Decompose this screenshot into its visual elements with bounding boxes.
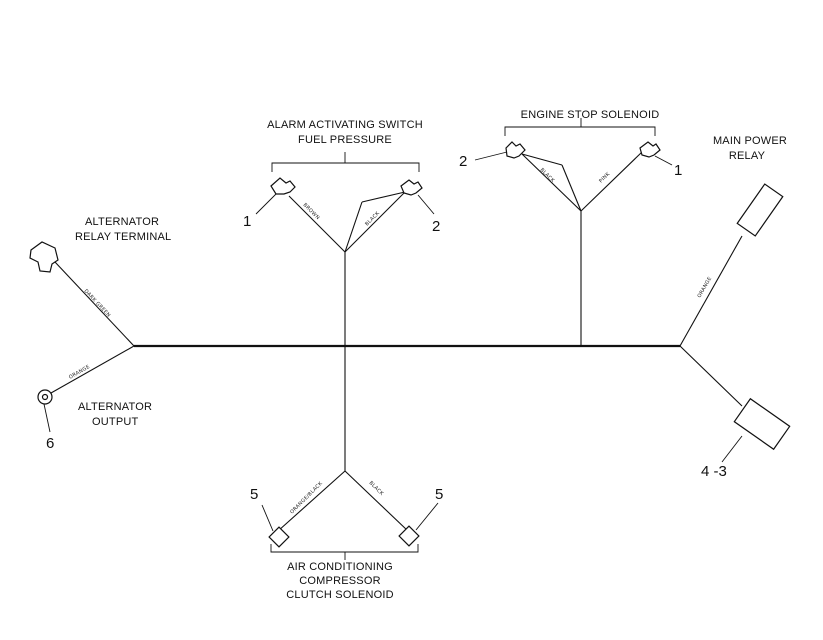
alternator-output-label-line1: ALTERNATOR bbox=[78, 401, 152, 413]
main-power-label-line2: RELAY bbox=[729, 150, 766, 162]
wire-main-power-lower bbox=[679, 345, 743, 407]
engine-bracket bbox=[504, 126, 656, 136]
alternator-output-label-line2: OUTPUT bbox=[92, 416, 138, 428]
wire-alternator-relay bbox=[54, 261, 135, 347]
callout-leader-main-power-lower bbox=[721, 435, 743, 463]
wire-alarm-right-c bbox=[361, 191, 406, 203]
engine-stop-connector-1 bbox=[639, 141, 661, 158]
wire-ac-right bbox=[344, 470, 409, 532]
wire-label-alternator-relay: DARK GREEN bbox=[83, 288, 112, 318]
wire-alarm-right-a bbox=[344, 191, 406, 253]
wire-label-ac-left: ORANGE/BLACK bbox=[289, 480, 324, 515]
wire-alarm-left bbox=[288, 195, 346, 253]
alarm-bracket bbox=[271, 162, 420, 172]
alternator-relay-label-line1: ALTERNATOR bbox=[85, 216, 159, 228]
main-power-relay-lower bbox=[733, 397, 791, 451]
wire-label-engine-right: PINK bbox=[598, 171, 612, 185]
ac-solenoid-connector-left bbox=[268, 526, 290, 548]
wire-alternator-output bbox=[50, 345, 135, 394]
alternator-relay-label-line2: RELAY TERMINAL bbox=[75, 231, 171, 243]
engine-stop-connector-2 bbox=[505, 141, 526, 159]
main-power-relay-upper bbox=[736, 183, 784, 237]
callout-leader-alternator-output bbox=[43, 403, 51, 433]
callout-leader-alarm-left bbox=[255, 193, 277, 215]
callout-leader-alarm-right bbox=[417, 194, 435, 215]
callout-leader-ac-left bbox=[261, 504, 274, 532]
main-power-label-line1: MAIN POWER bbox=[713, 135, 787, 147]
callout-engine-left: 2 bbox=[459, 153, 467, 170]
ac-label-line3: CLUTCH SOLENOID bbox=[286, 589, 394, 601]
callout-ac-left: 5 bbox=[250, 486, 258, 503]
wire-engine-left-a bbox=[521, 153, 582, 212]
ac-solenoid-connector-right bbox=[398, 525, 420, 547]
ac-label-line2: COMPRESSOR bbox=[299, 575, 380, 587]
engine-stop-label: ENGINE STOP SOLENOID bbox=[521, 109, 660, 121]
alternator-output-terminal-center bbox=[41, 393, 49, 401]
alarm-switch-connector-1 bbox=[270, 177, 296, 195]
alarm-switch-label-line1: ALARM ACTIVATING SWITCH bbox=[267, 119, 423, 131]
wire-label-main-power: ORANGE bbox=[697, 276, 714, 299]
callout-ac-right: 5 bbox=[435, 486, 443, 503]
ac-label-line1: AIR CONDITIONING bbox=[287, 561, 393, 573]
ac-bracket bbox=[270, 544, 419, 553]
wire-ac-left bbox=[277, 470, 346, 532]
alarm-switch-connector-2 bbox=[400, 179, 423, 196]
wire-engine-left-b bbox=[561, 164, 582, 212]
callout-alarm-right: 2 bbox=[432, 218, 440, 235]
wire-alarm-right-b bbox=[344, 201, 363, 253]
wire-main-power-upper bbox=[679, 235, 743, 347]
callout-alarm-left: 1 bbox=[243, 213, 251, 230]
alternator-relay-connector bbox=[29, 241, 59, 273]
wire-engine-left-c bbox=[521, 153, 563, 166]
callout-engine-right: 1 bbox=[674, 162, 682, 179]
callout-leader-engine-left bbox=[474, 151, 508, 161]
wire-label-engine-left: BLACK bbox=[539, 167, 556, 184]
callout-leader-engine-right bbox=[654, 155, 673, 166]
wire-engine-right bbox=[580, 151, 643, 212]
callout-main-power-lower: 4 -3 bbox=[701, 463, 727, 480]
callout-alternator-output: 6 bbox=[46, 435, 54, 452]
callout-leader-ac-right bbox=[415, 502, 439, 531]
alarm-switch-label-line2: FUEL PRESSURE bbox=[298, 134, 392, 146]
